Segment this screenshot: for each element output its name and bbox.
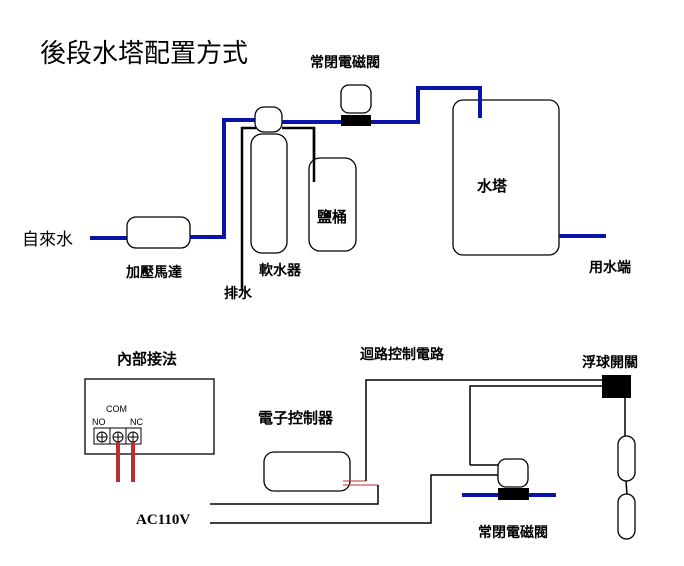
solenoid-valve-body-bottom: [498, 488, 529, 500]
pump-label: 加壓馬達: [125, 264, 182, 281]
terminal-no-label: NO: [92, 417, 106, 427]
float-connector: [625, 480, 628, 495]
solenoid-valve-coil-top: [340, 84, 372, 114]
inlet-label: 自來水: [22, 230, 73, 250]
control-circuit-wires: [210, 379, 605, 524]
solenoid-valve-body-top: [341, 115, 371, 126]
softener-label: 軟水器: [259, 262, 302, 279]
circuit-label: 迴路控制電路: [359, 346, 445, 363]
power-label: AC110V: [136, 512, 190, 528]
valve-label-bottom: 常閉電磁閥: [478, 524, 548, 541]
water-tower: [452, 99, 560, 256]
outlet-label: 用水端: [589, 259, 631, 276]
brine-tank: [308, 157, 357, 252]
terminal-screw-no: [96, 431, 108, 443]
controller-label: 電子控制器: [258, 409, 334, 427]
electronic-controller: [263, 451, 351, 492]
float-switch-label: 浮球開關: [582, 354, 638, 371]
softener-control-head: [254, 106, 283, 133]
tower-label: 水塔: [477, 177, 508, 195]
solenoid-valve-coil-bottom: [497, 458, 529, 488]
drain-label: 排水: [224, 285, 253, 302]
float-ball-lower: [617, 493, 636, 540]
terminal-screw-com: [112, 431, 124, 443]
booster-pump: [126, 216, 191, 249]
brine-tank-label: 鹽桶: [317, 208, 347, 226]
internal-wiring-label: 內部接法: [117, 350, 177, 368]
float-ball-upper: [617, 435, 636, 482]
terminal-com-label: COM: [106, 404, 127, 414]
softener-to-tower-pipe: [282, 86, 482, 124]
diagram-title: 後段水塔配置方式: [40, 39, 248, 69]
water-softener-tank: [250, 133, 288, 254]
valve-label-top: 常閉電磁閥: [310, 54, 380, 71]
terminal-screw-nc: [127, 431, 139, 443]
terminal-nc-label: NC: [130, 417, 143, 427]
pump-to-softener-pipe: [190, 118, 255, 239]
float-switch-head: [602, 375, 631, 398]
